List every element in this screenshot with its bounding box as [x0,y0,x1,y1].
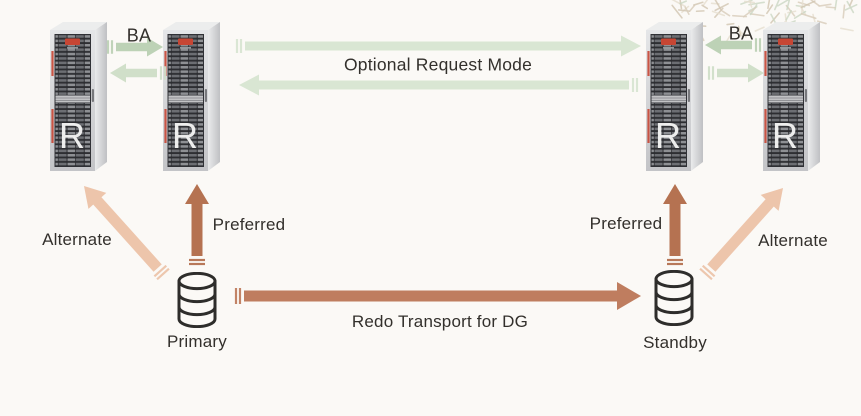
arrow-ba-left-back [110,63,167,83]
arrow-ba-right-forward [707,63,764,83]
arrow-optional-back [239,74,639,96]
primary-database-icon [175,271,219,329]
label-preferred-right: Preferred [589,214,663,233]
server-rack-primary-preferred [163,21,221,173]
label-standby: Standby [643,333,707,352]
label-redo-transport: Redo Transport for DG [351,312,529,331]
label-ba-left: BA [126,25,152,46]
label-ba-right: BA [728,23,754,44]
server-rack-standby-alternate [763,21,821,173]
standby-database-icon [652,269,696,327]
arrow-preferred-left [185,184,209,266]
server-rack-primary-alternate [50,21,108,173]
arrow-redo-transport [234,282,641,310]
label-preferred-left: Preferred [212,215,286,234]
label-alternate-right: Alternate [758,231,828,250]
server-rack-standby-preferred [646,21,704,173]
arrow-preferred-right [663,184,687,266]
label-primary: Primary [167,332,227,351]
label-optional-request-mode: Optional Request Mode [343,54,533,75]
label-alternate-left: Alternate [42,230,112,249]
arrow-optional-forward [235,35,641,57]
